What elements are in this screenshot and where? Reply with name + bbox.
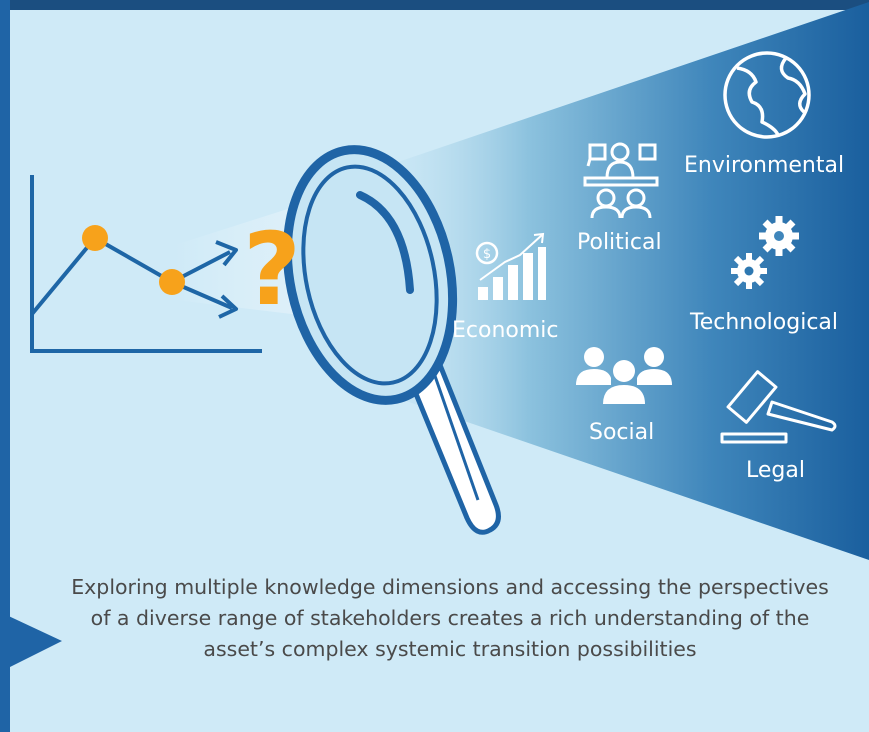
caption-text: Exploring multiple knowledge dimensions … <box>71 575 829 661</box>
caption-pointer <box>0 612 62 672</box>
label-environmental: Environmental <box>684 153 845 178</box>
group-icon <box>576 347 672 404</box>
label-social: Social <box>589 420 655 445</box>
top-border <box>0 0 869 10</box>
trend-chart <box>30 175 262 353</box>
gavel-icon <box>720 370 837 444</box>
svg-text:$: $ <box>483 247 491 262</box>
label-legal: Legal <box>746 458 805 483</box>
left-border <box>0 0 10 732</box>
label-economic: Economic <box>452 318 559 343</box>
meeting-icon <box>583 142 659 219</box>
knowledge-beam <box>345 2 869 560</box>
growth-chart-icon: $ <box>475 232 546 300</box>
label-technological: Technological <box>690 310 839 335</box>
gears-icon <box>731 216 799 289</box>
label-political: Political <box>577 230 662 255</box>
beam-left <box>175 205 300 315</box>
globe-icon <box>723 51 811 139</box>
question-mark: ? <box>243 211 302 328</box>
magnifying-glass-icon <box>282 145 501 535</box>
